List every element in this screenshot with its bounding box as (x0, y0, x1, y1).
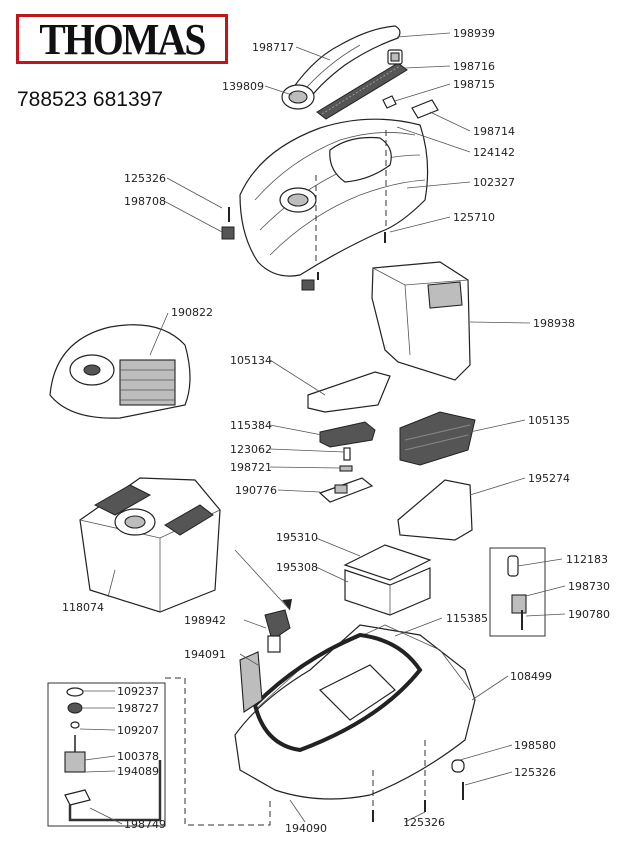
circuit-board-190776 (318, 477, 374, 503)
valve-detail-box (489, 547, 546, 637)
brand-logo: THOMAS (16, 14, 228, 64)
callout-125710: 125710 (453, 211, 495, 224)
assembly-arrowhead (282, 599, 292, 610)
callout-115384: 115384 (230, 419, 272, 432)
water-tank-box (79, 477, 221, 613)
filter-housing (371, 261, 471, 381)
small-pin-123062 (343, 447, 351, 461)
pump-parts (64, 687, 162, 822)
callout-194091: 194091 (184, 648, 226, 661)
callout-198717: 198717 (252, 41, 294, 54)
callout-195310: 195310 (276, 531, 318, 544)
valve-parts (507, 555, 527, 630)
switch-module-115384 (319, 421, 376, 448)
small-clip-198721 (339, 465, 353, 472)
callout-198721: 198721 (230, 461, 272, 474)
callout-190822: 190822 (171, 306, 213, 319)
base-screws (372, 759, 465, 822)
connector-198942 (264, 609, 291, 653)
callout-105134: 105134 (230, 354, 272, 367)
callout-190780: 190780 (568, 608, 610, 621)
callout-198714: 198714 (473, 125, 515, 138)
pump-detail-box (47, 682, 166, 827)
callout-198715: 198715 (453, 78, 495, 91)
filter-pad-195310 (343, 544, 432, 581)
callout-124142: 124142 (473, 146, 515, 159)
callout-100378: 100378 (117, 750, 159, 763)
mesh-filter-105135 (399, 411, 476, 466)
article-numbers: 788523 681397 (17, 88, 163, 111)
callout-194089: 194089 (117, 765, 159, 778)
callout-198939: 198939 (453, 27, 495, 40)
handle-ring-part (281, 84, 315, 110)
callout-115385: 115385 (446, 612, 488, 625)
callout-198716: 198716 (453, 60, 495, 73)
handle-clip-part (387, 49, 403, 65)
filter-block-195308 (344, 567, 431, 616)
callout-198942: 198942 (184, 614, 226, 627)
base-housing (234, 624, 476, 812)
callout-112183: 112183 (566, 553, 608, 566)
handle-grip-strip (316, 62, 408, 120)
foam-insert-195274 (397, 479, 473, 541)
callout-125326-top: 125326 (124, 172, 166, 185)
callout-198580: 198580 (514, 739, 556, 752)
callout-198727: 198727 (117, 702, 159, 715)
callout-198730: 198730 (568, 580, 610, 593)
callout-109207: 109207 (117, 724, 159, 737)
callout-125326-right: 125326 (514, 766, 556, 779)
callout-105135: 105135 (528, 414, 570, 427)
callout-198749: 198749 (124, 818, 166, 831)
cyclone-unit (49, 324, 191, 419)
callout-195308: 195308 (276, 561, 318, 574)
callout-198708: 198708 (124, 195, 166, 208)
callout-123062: 123062 (230, 443, 272, 456)
callout-198938: 198938 (533, 317, 575, 330)
leader-lines (79, 32, 566, 825)
hose-route-line (165, 677, 271, 826)
callout-108499: 108499 (510, 670, 552, 683)
callout-109237: 109237 (117, 685, 159, 698)
callout-118074: 118074 (62, 601, 104, 614)
callout-190776: 190776 (235, 484, 277, 497)
top-cover (239, 118, 429, 277)
brand-logo-text: THOMAS (39, 15, 206, 64)
callout-194090: 194090 (285, 822, 327, 835)
callout-195274: 195274 (528, 472, 570, 485)
lid-part-105134 (307, 371, 391, 413)
callout-125326-bottom: 125326 (403, 816, 445, 829)
callout-102327: 102327 (473, 176, 515, 189)
cover-screws (221, 207, 386, 291)
assembly-arrow (234, 549, 291, 611)
callout-labels: 198717 198939 198716 139809 198715 19871… (62, 27, 610, 835)
callout-139809: 139809 (222, 80, 264, 93)
